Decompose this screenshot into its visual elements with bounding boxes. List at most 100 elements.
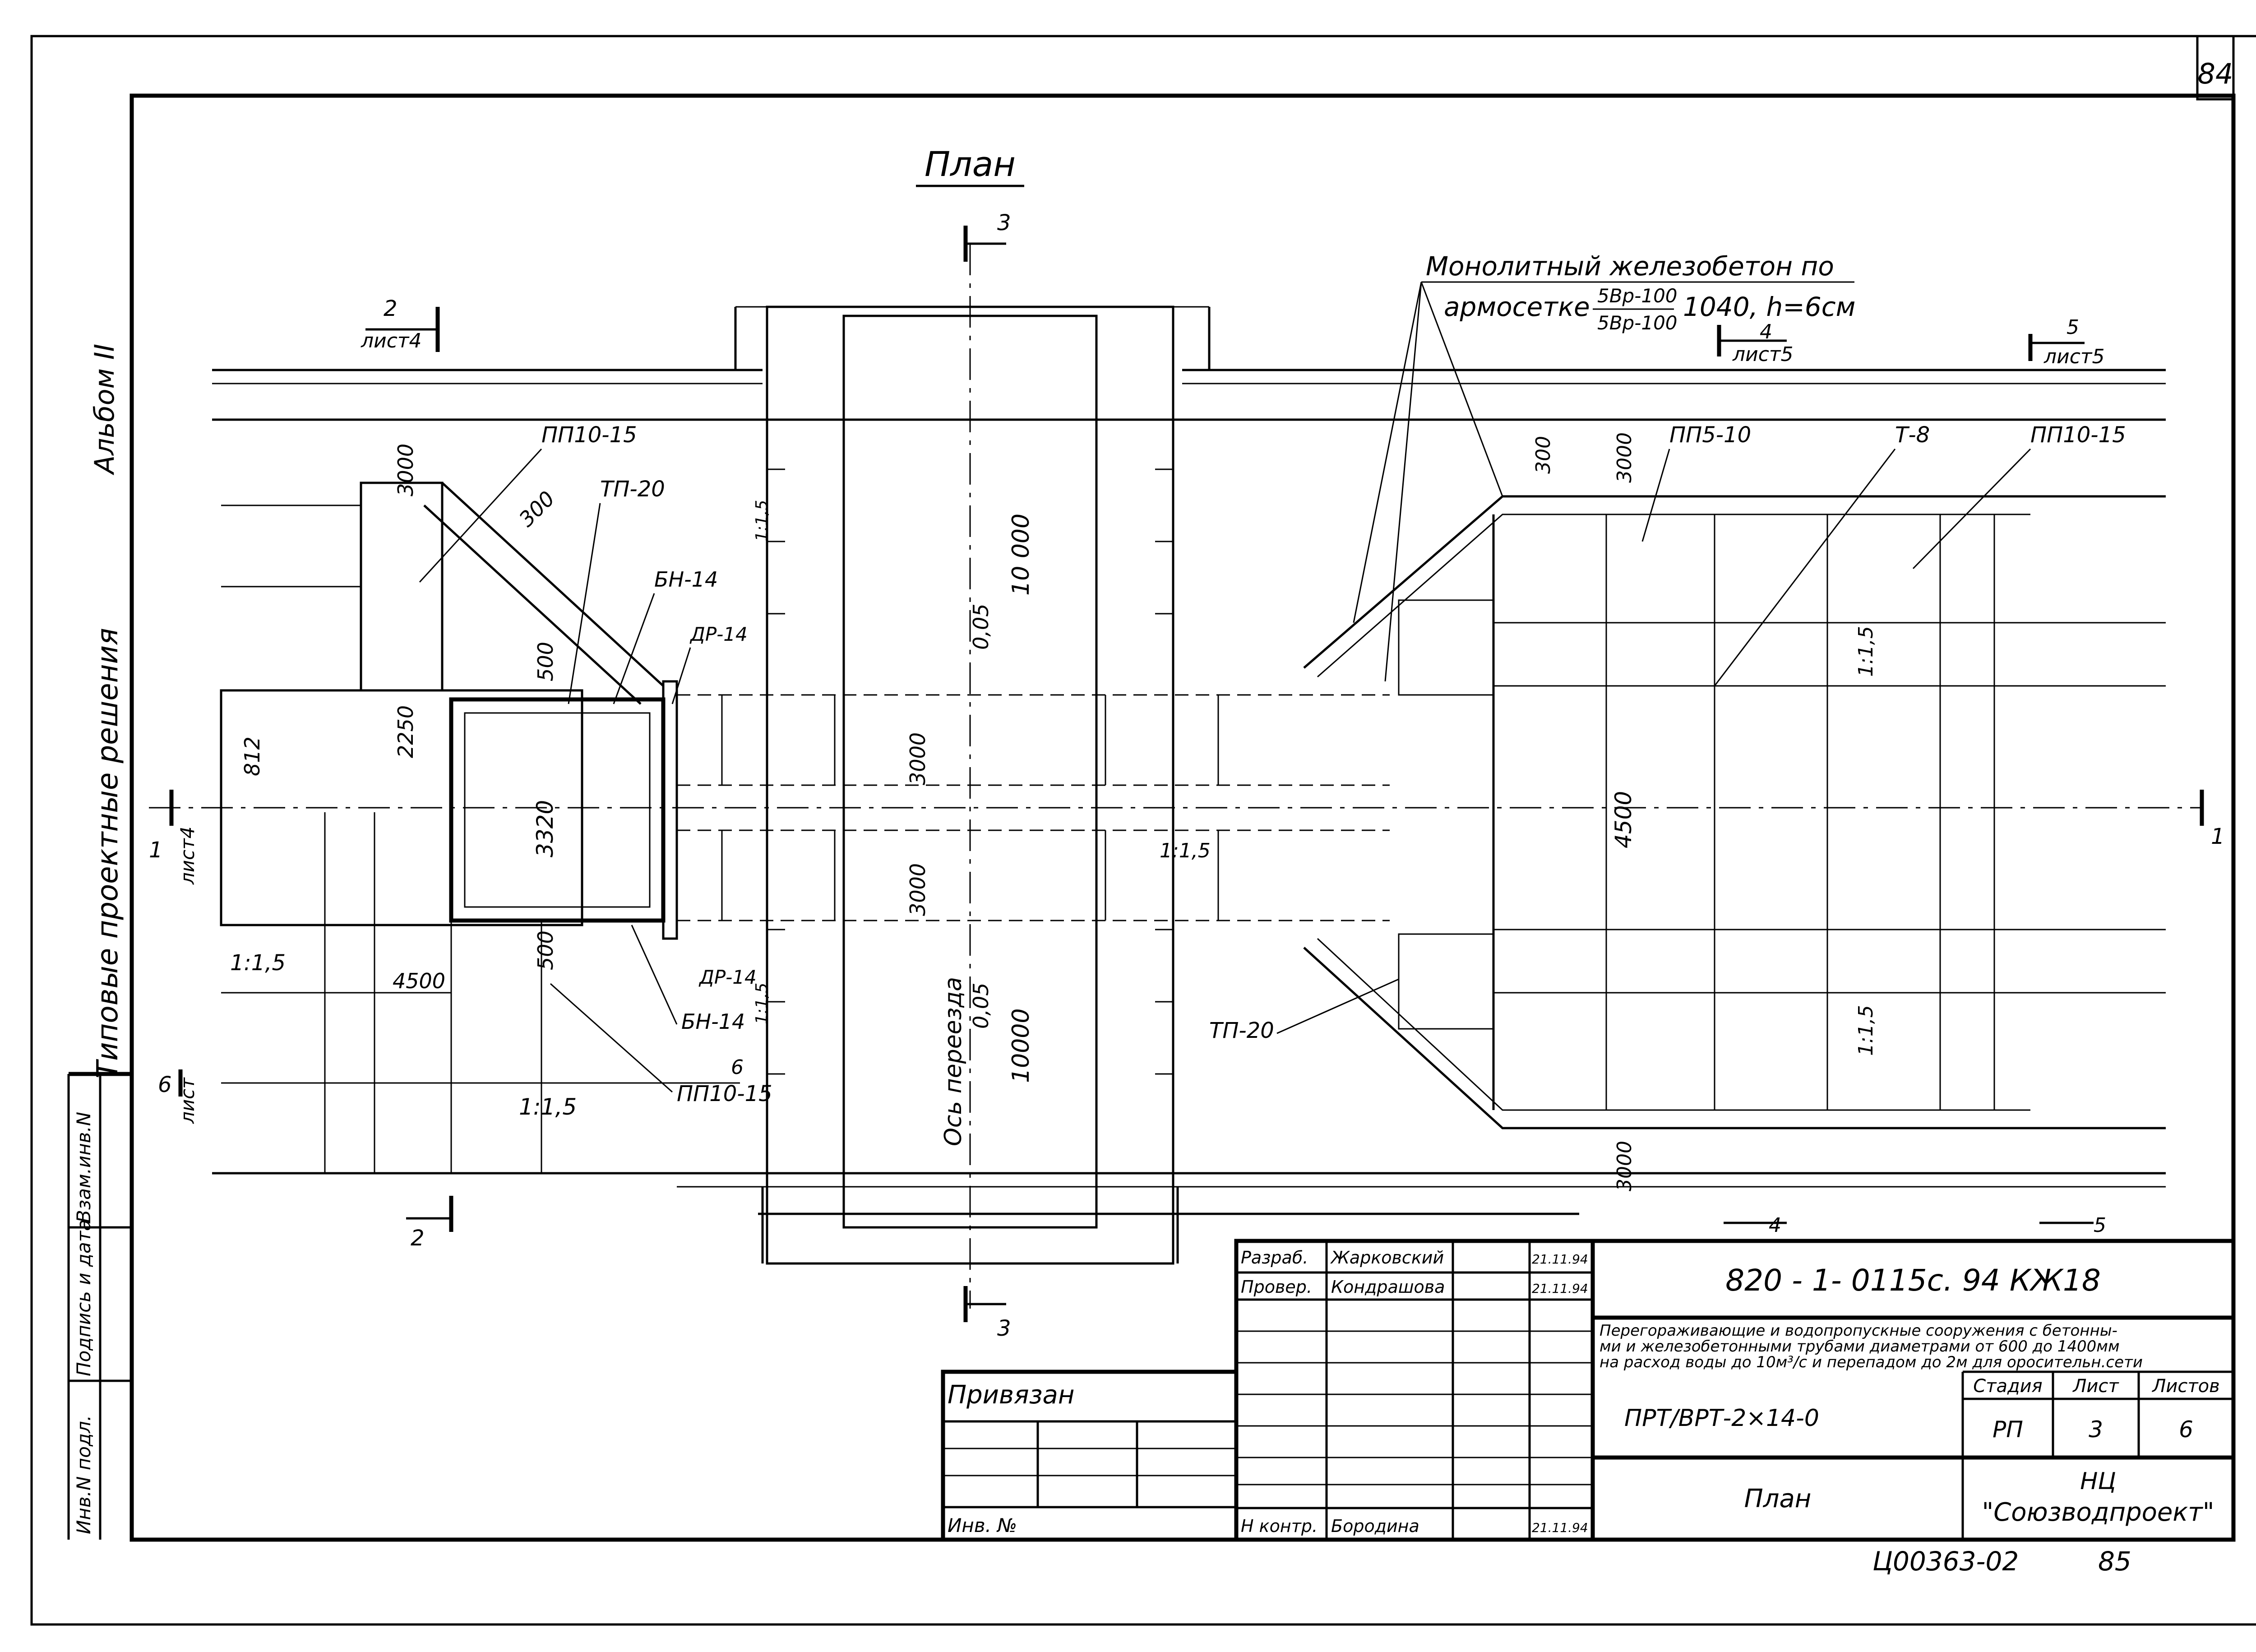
note-den: 5Вр-100 [1597, 312, 1678, 334]
dim-500-top: 500 [533, 642, 558, 681]
label-t8: Т-8 [1895, 422, 1930, 448]
section-1-left-sheet: лист4 [176, 827, 199, 885]
section-3-bottom: 3 [997, 1316, 1011, 1341]
dim-10000-bottom: 10000 [1008, 1009, 1035, 1083]
strip-field-sign: Подпись и дата [73, 1219, 95, 1376]
strip-field-replace: Взам.инв.N [73, 1112, 95, 1223]
dim-3000-pipe-top: 3000 [906, 732, 930, 785]
dim-4500-left: 4500 [393, 969, 445, 993]
label-bn14-bottom: БН-14 [681, 1009, 745, 1034]
bottom-page: 85 [2098, 1546, 2131, 1577]
sheet-header: Лист [2072, 1376, 2119, 1397]
inv-number: Инв. № [948, 1514, 1017, 1536]
dim-500-bottom: 500 [533, 930, 558, 970]
name-2: Кондрашова [1331, 1277, 1445, 1297]
label-dr14-top: ДР-14 [689, 623, 748, 645]
album-label: Альбом II [89, 344, 120, 476]
section-5-top-sheet: лист5 [2043, 345, 2105, 368]
dim-3000-right-bottom: 3000 [1613, 1141, 1636, 1191]
label-pp5-10: ПП5-10 [1669, 422, 1751, 448]
slope-left-2: 1:1,5 [519, 1094, 577, 1120]
section-6-left-sheet: лист [176, 1077, 199, 1124]
sheet-value: 3 [2089, 1416, 2103, 1443]
org-line2: "Союзводпроект" [1982, 1498, 2214, 1527]
dim-300-left: 300 [514, 486, 559, 532]
section-4-top-sheet: лист5 [1732, 343, 1794, 366]
page-number: 84 [2198, 57, 2233, 90]
slope-005-bottom: 0,05 [969, 983, 993, 1029]
label-pp10-15-right: ПП10-15 [2030, 422, 2126, 448]
role-3: Н контр. [1241, 1516, 1318, 1536]
role-2: Провер. [1241, 1277, 1312, 1297]
date-3: 21.11.94 [1532, 1520, 1588, 1535]
description-line3: на расход воды до 10м³/с и перепадом до … [1600, 1353, 2143, 1371]
section-4-top: 4 [1760, 320, 1772, 343]
privyazan: Привязан [948, 1380, 1074, 1410]
sheet-name: План [1744, 1484, 1812, 1513]
section-6-center: 6 [731, 1056, 744, 1079]
stage-value: РП [1992, 1416, 2023, 1443]
section-5-bottom: 5 [2094, 1214, 2106, 1237]
section-1-left: 1 [149, 838, 163, 863]
section-6-left: 6 [158, 1072, 172, 1097]
dim-4500-right: 4500 [1610, 791, 1637, 848]
callouts: Монолитный железобетон по армосетке 5Вр-… [419, 251, 2126, 1146]
dim-812: 812 [240, 736, 264, 776]
slopes: 1:1,5 1:1,5 1:1,5 1:1,5 1:1,5 1:1,5 1:1,… [230, 500, 1877, 1120]
description-line2: ми и железобетонными трубами диаметрами … [1600, 1337, 2120, 1356]
dim-300-right: 300 [1532, 436, 1555, 474]
slope-road-right: 1:1,5 [1160, 839, 1211, 862]
drawing-title: План [925, 144, 1016, 184]
note-prefix: армосетке [1444, 292, 1590, 322]
dim-3000-pipe-bottom: 3000 [906, 863, 930, 916]
role-1: Разраб. [1241, 1248, 1308, 1268]
dim-10000-top: 10 000 [1008, 514, 1035, 596]
strip-field-inv: Инв.N подл. [73, 1415, 95, 1534]
plan-geometry [149, 244, 2202, 1309]
axis-label: Ось переезда [940, 977, 967, 1146]
org-line1: НЦ [2080, 1468, 2116, 1495]
section-2-top: 2 [384, 296, 398, 321]
slope-left-1: 1:1,5 [230, 950, 286, 976]
section-markers: 2 лист4 3 3 4 лист5 4 5 лист5 5 1 лист4 … [149, 210, 2225, 1341]
stage-header: Стадия [1973, 1376, 2042, 1397]
slope-road-left-bottom: 1:1,5 [753, 983, 771, 1024]
slope-right-top: 1:1,5 [1854, 626, 1877, 677]
dim-3000-right-top: 3000 [1613, 432, 1636, 483]
slope-right-bottom: 1:1,5 [1854, 1005, 1877, 1056]
left-strip: Альбом II Типовые проектные решения Инв.… [67, 344, 132, 1540]
sheets-header: Листов [2151, 1376, 2219, 1397]
section-2-top-sheet: лист4 [361, 329, 422, 352]
section-5-top: 5 [2066, 316, 2079, 339]
note-line1: Монолитный железобетон по [1426, 251, 1834, 282]
slope-005-top: 0,05 [969, 604, 993, 650]
sheets-value: 6 [2179, 1416, 2193, 1443]
name-1: Жарковский [1330, 1248, 1444, 1268]
date-2: 21.11.94 [1532, 1281, 1588, 1296]
note-num: 5Вр-100 [1597, 285, 1678, 307]
series-label: Типовые проектные решения [91, 628, 125, 1078]
slope-road-left-top: 1:1,5 [753, 500, 771, 541]
label-dr14-bottom: ДР-14 [698, 966, 757, 988]
dimensions: 3000 300 500 2250 812 3320 500 4500 3000… [240, 432, 1637, 1191]
dim-3000-left: 3000 [393, 444, 418, 496]
section-4-bottom: 4 [1769, 1214, 1781, 1237]
product-code: ПРТ/ВРТ-2×14-0 [1624, 1405, 1819, 1432]
date-1: 21.11.94 [1532, 1252, 1588, 1267]
dim-2250: 2250 [393, 705, 418, 758]
title-block: 820 - 1- 0115с. 94 КЖ18 Перегораживающие… [941, 1239, 2236, 1542]
code: 820 - 1- 0115с. 94 КЖ18 [1725, 1263, 2101, 1298]
dim-3320: 3320 [532, 800, 558, 857]
name-3: Бородина [1331, 1516, 1419, 1536]
note-suffix: 1040, h=6см [1683, 292, 1855, 322]
description-line1: Перегораживающие и водопропускные сооруж… [1600, 1322, 2117, 1340]
section-1-right: 1 [2211, 824, 2225, 849]
label-bn14-top: БН-14 [654, 567, 718, 592]
section-2-bottom: 2 [411, 1226, 425, 1251]
label-tp20-right: ТП-20 [1209, 1018, 1274, 1043]
label-pp10-15-left: ПП10-15 [541, 422, 637, 448]
section-3-top: 3 [997, 210, 1011, 236]
label-tp20-left: ТП-20 [600, 477, 665, 502]
label-pp10-15-bottom: ПП10-15 [677, 1081, 772, 1106]
